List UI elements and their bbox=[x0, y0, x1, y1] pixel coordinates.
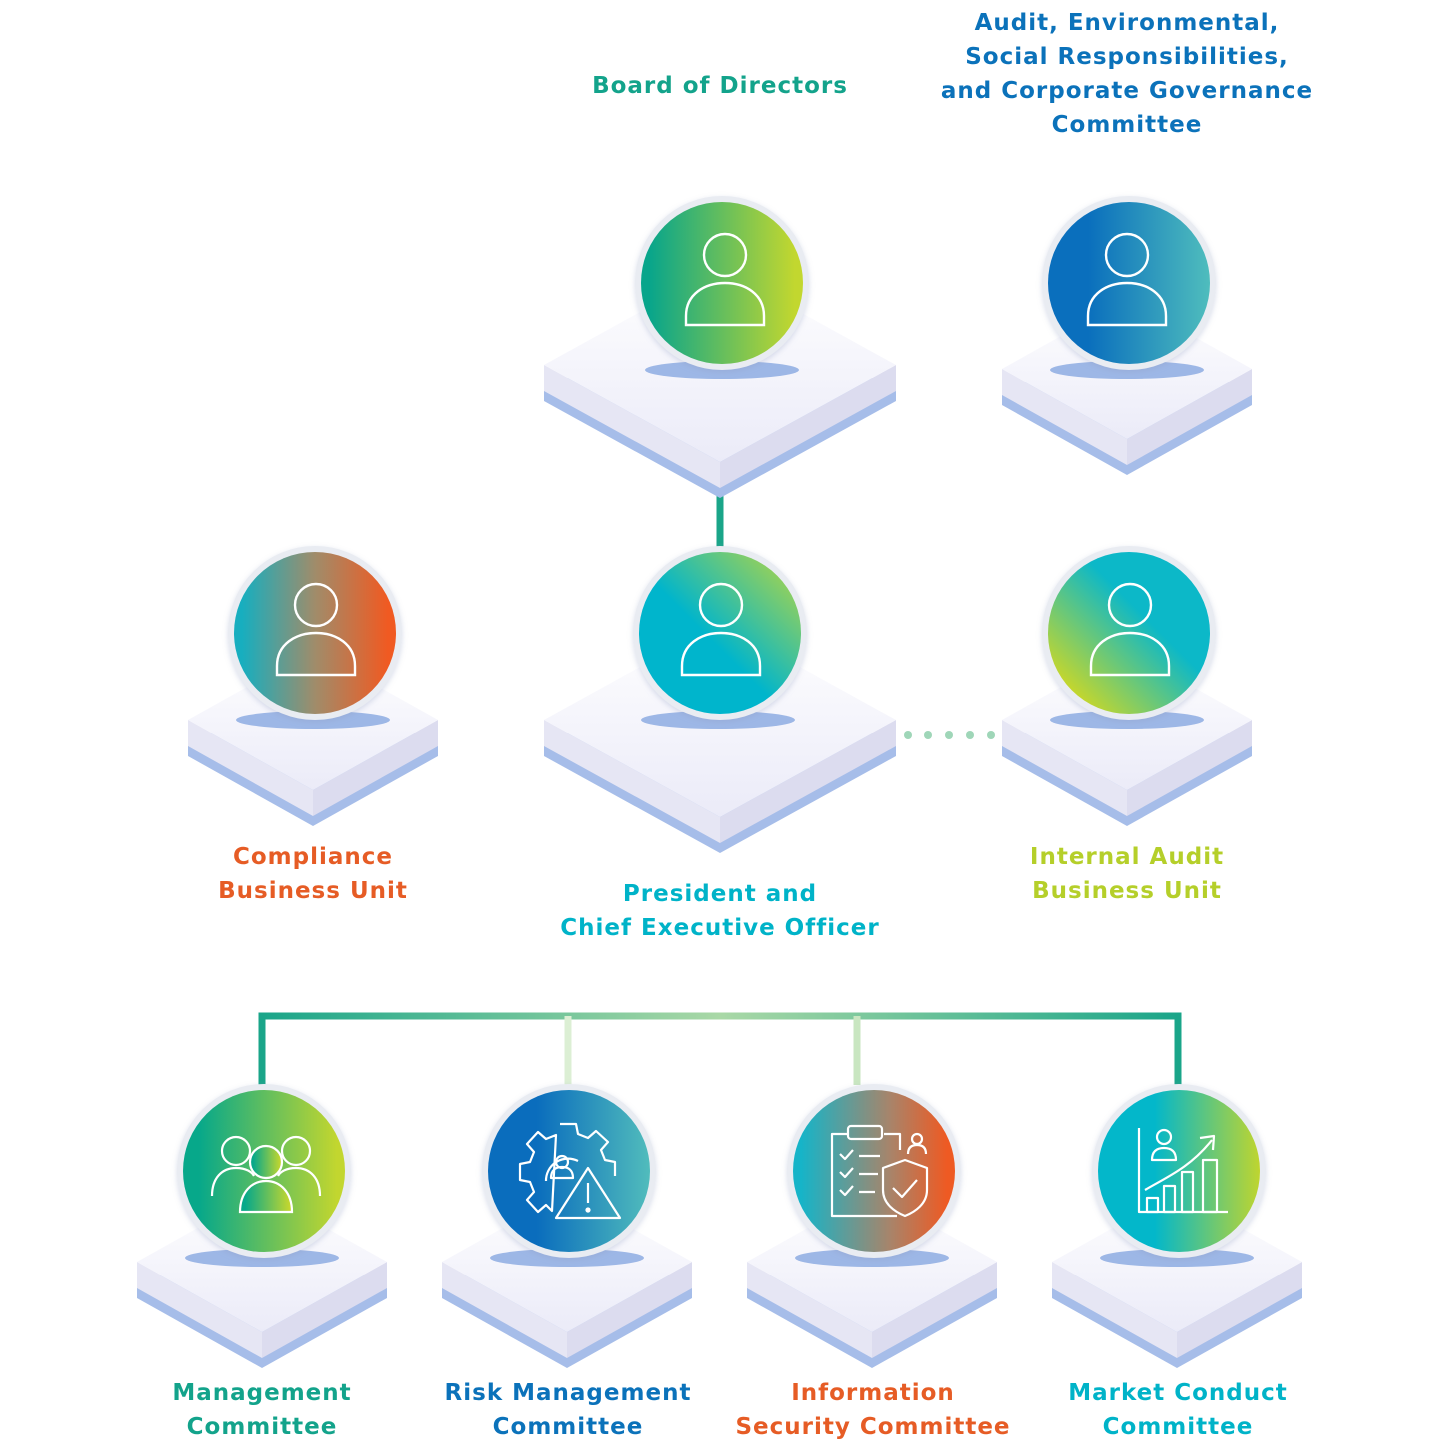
connector-ceo-internal-dotted bbox=[904, 731, 995, 739]
label-line: Security Committee bbox=[735, 1414, 1011, 1440]
label-line: Compliance bbox=[232, 844, 393, 870]
node-risk bbox=[482, 1084, 656, 1267]
label-line: Business Unit bbox=[1032, 878, 1222, 904]
platform-compliance bbox=[188, 650, 438, 826]
label-line: Committee bbox=[492, 1414, 644, 1440]
label-line: Committee bbox=[186, 1414, 338, 1440]
node-shadow bbox=[1050, 711, 1204, 729]
label-audit-committee: Audit, Environmental, Social Responsibil… bbox=[900, 6, 1354, 142]
node-board bbox=[635, 196, 809, 379]
label-risk: Risk Management Committee bbox=[418, 1376, 718, 1444]
label-line: Social Responsibilities, bbox=[965, 44, 1289, 70]
node-audit-committee bbox=[1042, 196, 1216, 379]
label-management: Management Committee bbox=[112, 1376, 412, 1444]
node-shadow bbox=[185, 1249, 339, 1267]
label-board: Board of Directors bbox=[520, 69, 920, 103]
platform-ceo bbox=[544, 623, 896, 853]
node-shadow bbox=[236, 711, 390, 729]
label-line: Business Unit bbox=[218, 878, 408, 904]
node-management bbox=[177, 1084, 351, 1267]
risk-gear-warning-icon bbox=[518, 1122, 622, 1220]
label-line: Board of Directors bbox=[592, 73, 848, 99]
node-circle bbox=[793, 1090, 955, 1252]
growth-chart-icon bbox=[1137, 1128, 1228, 1214]
node-compliance bbox=[228, 546, 402, 729]
clipboard-shield-icon bbox=[830, 1124, 929, 1218]
connectors bbox=[258, 361, 1182, 1085]
node-circle bbox=[488, 1090, 650, 1252]
node-shadow bbox=[1100, 1249, 1254, 1267]
node-shadow bbox=[490, 1249, 644, 1267]
label-line: Management bbox=[172, 1380, 352, 1406]
node-ceo bbox=[633, 546, 807, 729]
label-internal-audit: Internal Audit Business Unit bbox=[967, 840, 1287, 908]
label-line: Chief Executive Officer bbox=[560, 915, 880, 941]
node-internal-audit bbox=[1042, 546, 1216, 729]
label-line: Internal Audit bbox=[1029, 844, 1225, 870]
label-line: Risk Management bbox=[444, 1380, 692, 1406]
label-ceo: President and Chief Executive Officer bbox=[520, 877, 920, 945]
node-infosec bbox=[787, 1084, 961, 1267]
node-shadow bbox=[795, 1249, 949, 1267]
label-line: Information bbox=[791, 1380, 955, 1406]
label-infosec: Information Security Committee bbox=[713, 1376, 1033, 1444]
label-compliance: Compliance Business Unit bbox=[153, 840, 473, 908]
node-shadow bbox=[1050, 361, 1204, 379]
label-line: Committee bbox=[1102, 1414, 1254, 1440]
label-line: Audit, Environmental, bbox=[974, 10, 1280, 36]
group-icon bbox=[210, 1135, 322, 1214]
label-line: Committee bbox=[1051, 112, 1203, 138]
label-market: Market Conduct Committee bbox=[1028, 1376, 1328, 1444]
node-shadow bbox=[641, 711, 795, 729]
node-market bbox=[1092, 1084, 1266, 1267]
label-line: President and bbox=[622, 881, 818, 907]
label-line: and Corporate Governance bbox=[940, 78, 1314, 104]
label-line: Market Conduct bbox=[1068, 1380, 1288, 1406]
connector-bus bbox=[258, 1012, 1182, 1085]
